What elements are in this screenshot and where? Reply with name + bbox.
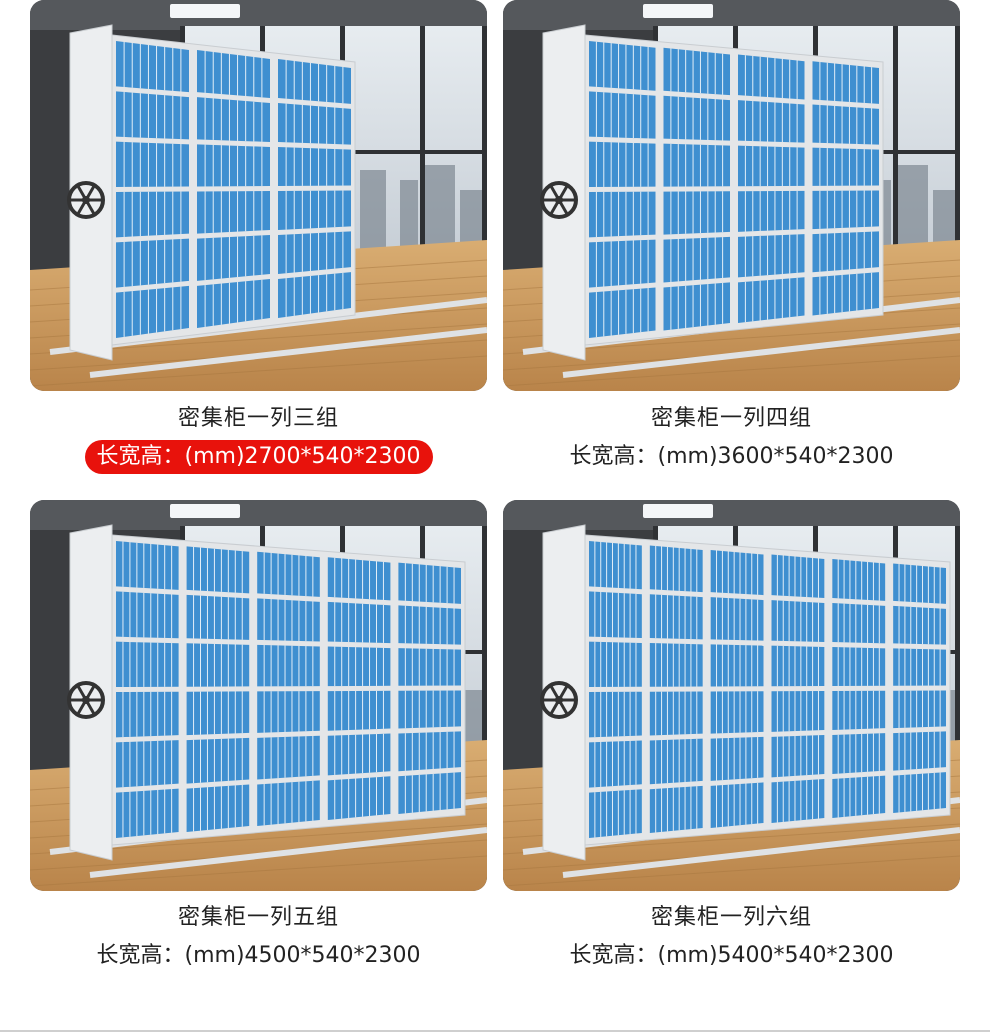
- product-caption-1: 密集柜一列三组 长宽高：(mm)2700*540*2300: [30, 404, 487, 474]
- product-spec: 长宽高：(mm)4500*540*2300: [96, 943, 421, 968]
- product-name: 密集柜一列六组: [650, 905, 812, 930]
- product-spec: 长宽高：(mm)2700*540*2300: [84, 440, 433, 474]
- mobile-shelving-photo: [30, 0, 487, 391]
- product-name: 密集柜一列五组: [177, 905, 339, 930]
- product-caption-2: 密集柜一列四组 长宽高：(mm)3600*540*2300: [503, 404, 960, 474]
- product-caption-3: 密集柜一列五组 长宽高：(mm)4500*540*2300: [30, 903, 487, 973]
- product-spec: 长宽高：(mm)3600*540*2300: [569, 444, 894, 469]
- mobile-shelving-photo: [30, 500, 487, 891]
- bottom-divider: [0, 1030, 990, 1032]
- product-image-4[interactable]: [503, 500, 960, 891]
- product-image-2[interactable]: [503, 0, 960, 391]
- mobile-shelving-photo: [503, 0, 960, 391]
- product-name: 密集柜一列三组: [177, 406, 339, 431]
- product-caption-4: 密集柜一列六组 长宽高：(mm)5400*540*2300: [503, 903, 960, 973]
- mobile-shelving-photo: [503, 500, 960, 891]
- product-spec: 长宽高：(mm)5400*540*2300: [569, 943, 894, 968]
- product-name: 密集柜一列四组: [650, 406, 812, 431]
- product-image-3[interactable]: [30, 500, 487, 891]
- product-image-1[interactable]: [30, 0, 487, 391]
